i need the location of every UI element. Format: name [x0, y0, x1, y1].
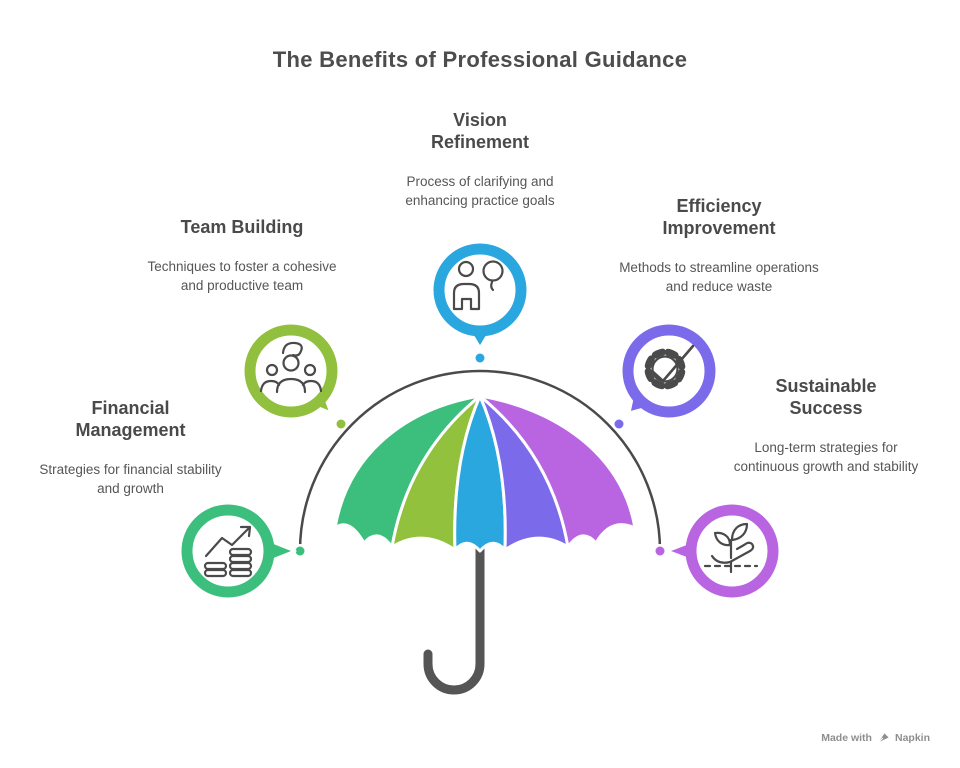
bubble-ring [181, 504, 275, 598]
node-description: Strategies for financial stability and g… [39, 461, 222, 497]
node-description: Process of clarifying and enhancing prac… [405, 173, 555, 209]
connector-arc [298, 369, 662, 552]
node-description: Techniques to foster a cohesive and prod… [147, 258, 337, 294]
umbrella-handle-icon [423, 537, 485, 695]
node-title-line: Sustainable [775, 376, 877, 396]
connector-dots [293, 351, 667, 558]
node-title: Vision Refinement [379, 110, 581, 154]
node-text-financial-management: Financial Management Strategies for fina… [28, 398, 233, 498]
connector-dot-efficiency [614, 419, 624, 429]
person-idea-balloon-icon [452, 260, 504, 311]
node-title-line: Financial [91, 398, 170, 418]
bubble-financial-management [180, 503, 297, 599]
node-title-line: Team Building [180, 217, 304, 237]
node-text-efficiency-improvement: Efficiency Improvement Methods to stream… [618, 196, 820, 296]
node-title: Financial Management [28, 398, 233, 442]
umbrella-panel-orchid [478, 394, 637, 549]
watermark-brand: Napkin [894, 731, 930, 744]
node-text-vision-refinement: Vision Refinement Process of clarifying … [379, 110, 581, 210]
node-title-line: Refinement [430, 131, 529, 152]
node-title-line: Management [75, 419, 186, 440]
node-title: Efficiency Improvement [618, 196, 820, 240]
page-title: The Benefits of Professional Guidance [272, 47, 688, 72]
node-text-team-building: Team Building Techniques to foster a coh… [136, 217, 348, 295]
node-description: Long-term strategies for continuous grow… [733, 439, 919, 475]
connector-dot-vision [475, 353, 485, 363]
node-title-line: Efficiency [676, 196, 762, 216]
hand-sprout-icon [703, 522, 759, 574]
bubble-ring [622, 324, 716, 418]
bubble-vision-refinement [432, 242, 528, 350]
node-description: Methods to streamline operations and red… [619, 259, 819, 295]
bubble-ring [433, 243, 527, 337]
node-title-line: Improvement [662, 217, 776, 238]
connector-dot-financial [295, 546, 305, 556]
node-title-line: Vision [453, 110, 507, 130]
umbrella-canopy [333, 394, 637, 553]
node-title: Team Building [136, 217, 348, 239]
connector-dot-team [336, 419, 346, 429]
gear-check-icon [644, 344, 695, 390]
watermark-prefix: Made with [821, 731, 872, 744]
node-title-line: Success [789, 397, 863, 418]
watermark: Made with Napkin [821, 731, 930, 744]
team-people-icon [259, 341, 323, 394]
bubble-efficiency-improvement [621, 323, 717, 419]
node-text-sustainable-success: Sustainable Success Long-term strategies… [725, 376, 927, 476]
connector-dot-sustainable [655, 546, 665, 556]
growth-chart-coins-icon [203, 525, 253, 578]
bubble-sustainable-success [665, 503, 780, 599]
napkin-logo-icon [878, 733, 889, 743]
node-title: Sustainable Success [725, 376, 927, 420]
bubble-team-building [243, 323, 339, 419]
